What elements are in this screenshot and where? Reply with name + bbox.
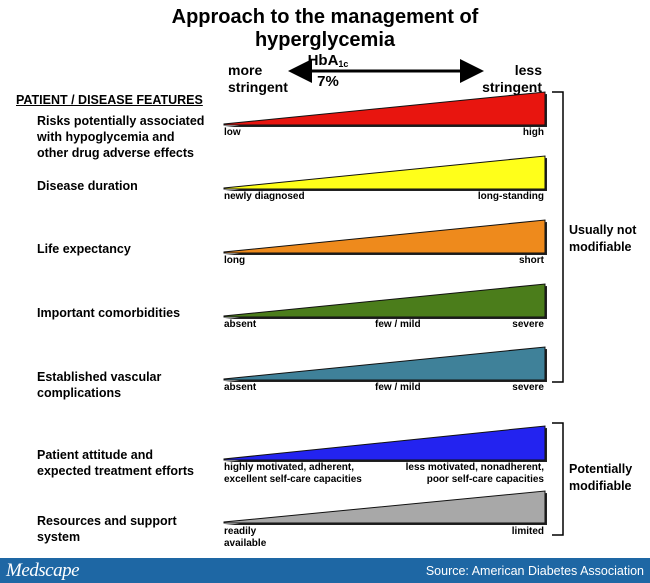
row5-left-label: absent (224, 382, 257, 393)
row5-right-label: severe (512, 382, 544, 393)
feature-line: expected treatment efforts (37, 464, 194, 478)
row4-mid-label: few / mild (375, 319, 421, 330)
label-line: highly motivated, adherent, (224, 462, 355, 473)
group-line: modifiable (569, 479, 632, 493)
label-line: readily (224, 526, 257, 537)
stringent-right-label: stringent (482, 79, 542, 95)
wedge-7 (223, 490, 546, 524)
label-line: available (224, 538, 267, 549)
hba1c-target-value: 7% (317, 73, 339, 90)
feature-patient-attitude: Patient attitude and expected treatment … (37, 447, 194, 479)
wedge-group (223, 91, 547, 525)
row1-left-label: low (224, 127, 241, 138)
feature-line: Risks potentially associated (37, 114, 205, 128)
feature-hypoglycemia-risk: Risks potentially associated with hypogl… (37, 113, 204, 161)
row5-mid-label: few / mild (375, 382, 421, 393)
feature-line: Resources and support (37, 514, 177, 528)
row2-left-label: newly diagnosed (224, 191, 305, 202)
hba1c-label: HbA1c 7% (300, 52, 356, 91)
usually-not-modifiable-label: Usually not modifiable (569, 222, 636, 256)
wedge-1 (223, 91, 546, 126)
wedge-2 (223, 155, 546, 190)
bracket-modifiable (552, 422, 564, 536)
title-text: Approach to the management of hyperglyce… (171, 6, 479, 51)
feature-life-expectancy: Life expectancy (37, 241, 131, 257)
source-credit: Source: American Diabetes Association (425, 564, 644, 578)
feature-line: Disease duration (37, 179, 138, 193)
feature-line: system (37, 530, 81, 544)
row3-left-label: long (224, 255, 246, 266)
feature-line: Patient attitude and (37, 448, 153, 462)
feature-resources-support: Resources and support system (37, 513, 177, 545)
feature-line: complications (37, 386, 122, 400)
wedge-4 (223, 283, 546, 318)
row2-right-label: long-standing (477, 191, 544, 202)
wedge-3 (223, 219, 546, 254)
row6-right-label: less motivated, nonadherent, poor self-c… (384, 462, 544, 486)
stringent-left-label: stringent (228, 79, 288, 95)
potentially-modifiable-label: Potentially modifiable (569, 461, 632, 495)
hba1c-text: HbA1c (300, 52, 356, 73)
wedge-6 (223, 425, 546, 461)
feature-line: with hypoglycemia and (37, 130, 175, 144)
feature-disease-duration: Disease duration (37, 178, 138, 194)
row3-right-label: short (519, 255, 544, 266)
less-label: less (514, 62, 542, 78)
feature-comorbidities: Important comorbidities (37, 305, 180, 321)
more-stringent-label: more stringent (228, 62, 288, 96)
hba-subscript: 1c (338, 59, 349, 69)
feature-vascular-complications: Established vascular complications (37, 369, 161, 401)
row1-right-label: high (522, 127, 544, 138)
diagram-title: Approach to the management of hyperglyce… (160, 6, 490, 52)
row6-left-label: highly motivated, adherent, excellent se… (224, 462, 362, 486)
row4-left-label: absent (224, 319, 257, 330)
label-line: excellent self-care capacities (224, 474, 362, 485)
wedge-5 (223, 346, 546, 381)
group-line: Potentially (569, 462, 633, 476)
features-heading: PATIENT / DISEASE FEATURES (16, 93, 203, 107)
medscape-logo: Medscape (6, 560, 80, 581)
group-line: Usually not (569, 223, 637, 237)
footer-bar (0, 558, 650, 583)
less-stringent-label: less stringent (478, 62, 542, 96)
row4-right-label: severe (512, 319, 544, 330)
row7-left-label: readily available (224, 526, 266, 550)
label-line: less motivated, nonadherent, (405, 462, 544, 473)
feature-line: Established vascular (37, 370, 162, 384)
hba-text: HbA (307, 52, 339, 69)
bracket-not-modifiable (552, 91, 564, 383)
row7-right-label: limited (511, 526, 544, 537)
more-label: more (228, 62, 263, 78)
group-line: modifiable (569, 240, 632, 254)
feature-line: other drug adverse effects (37, 146, 194, 160)
label-line: poor self-care capacities (426, 474, 544, 485)
feature-line: Important comorbidities (37, 306, 181, 320)
feature-line: Life expectancy (37, 242, 131, 256)
